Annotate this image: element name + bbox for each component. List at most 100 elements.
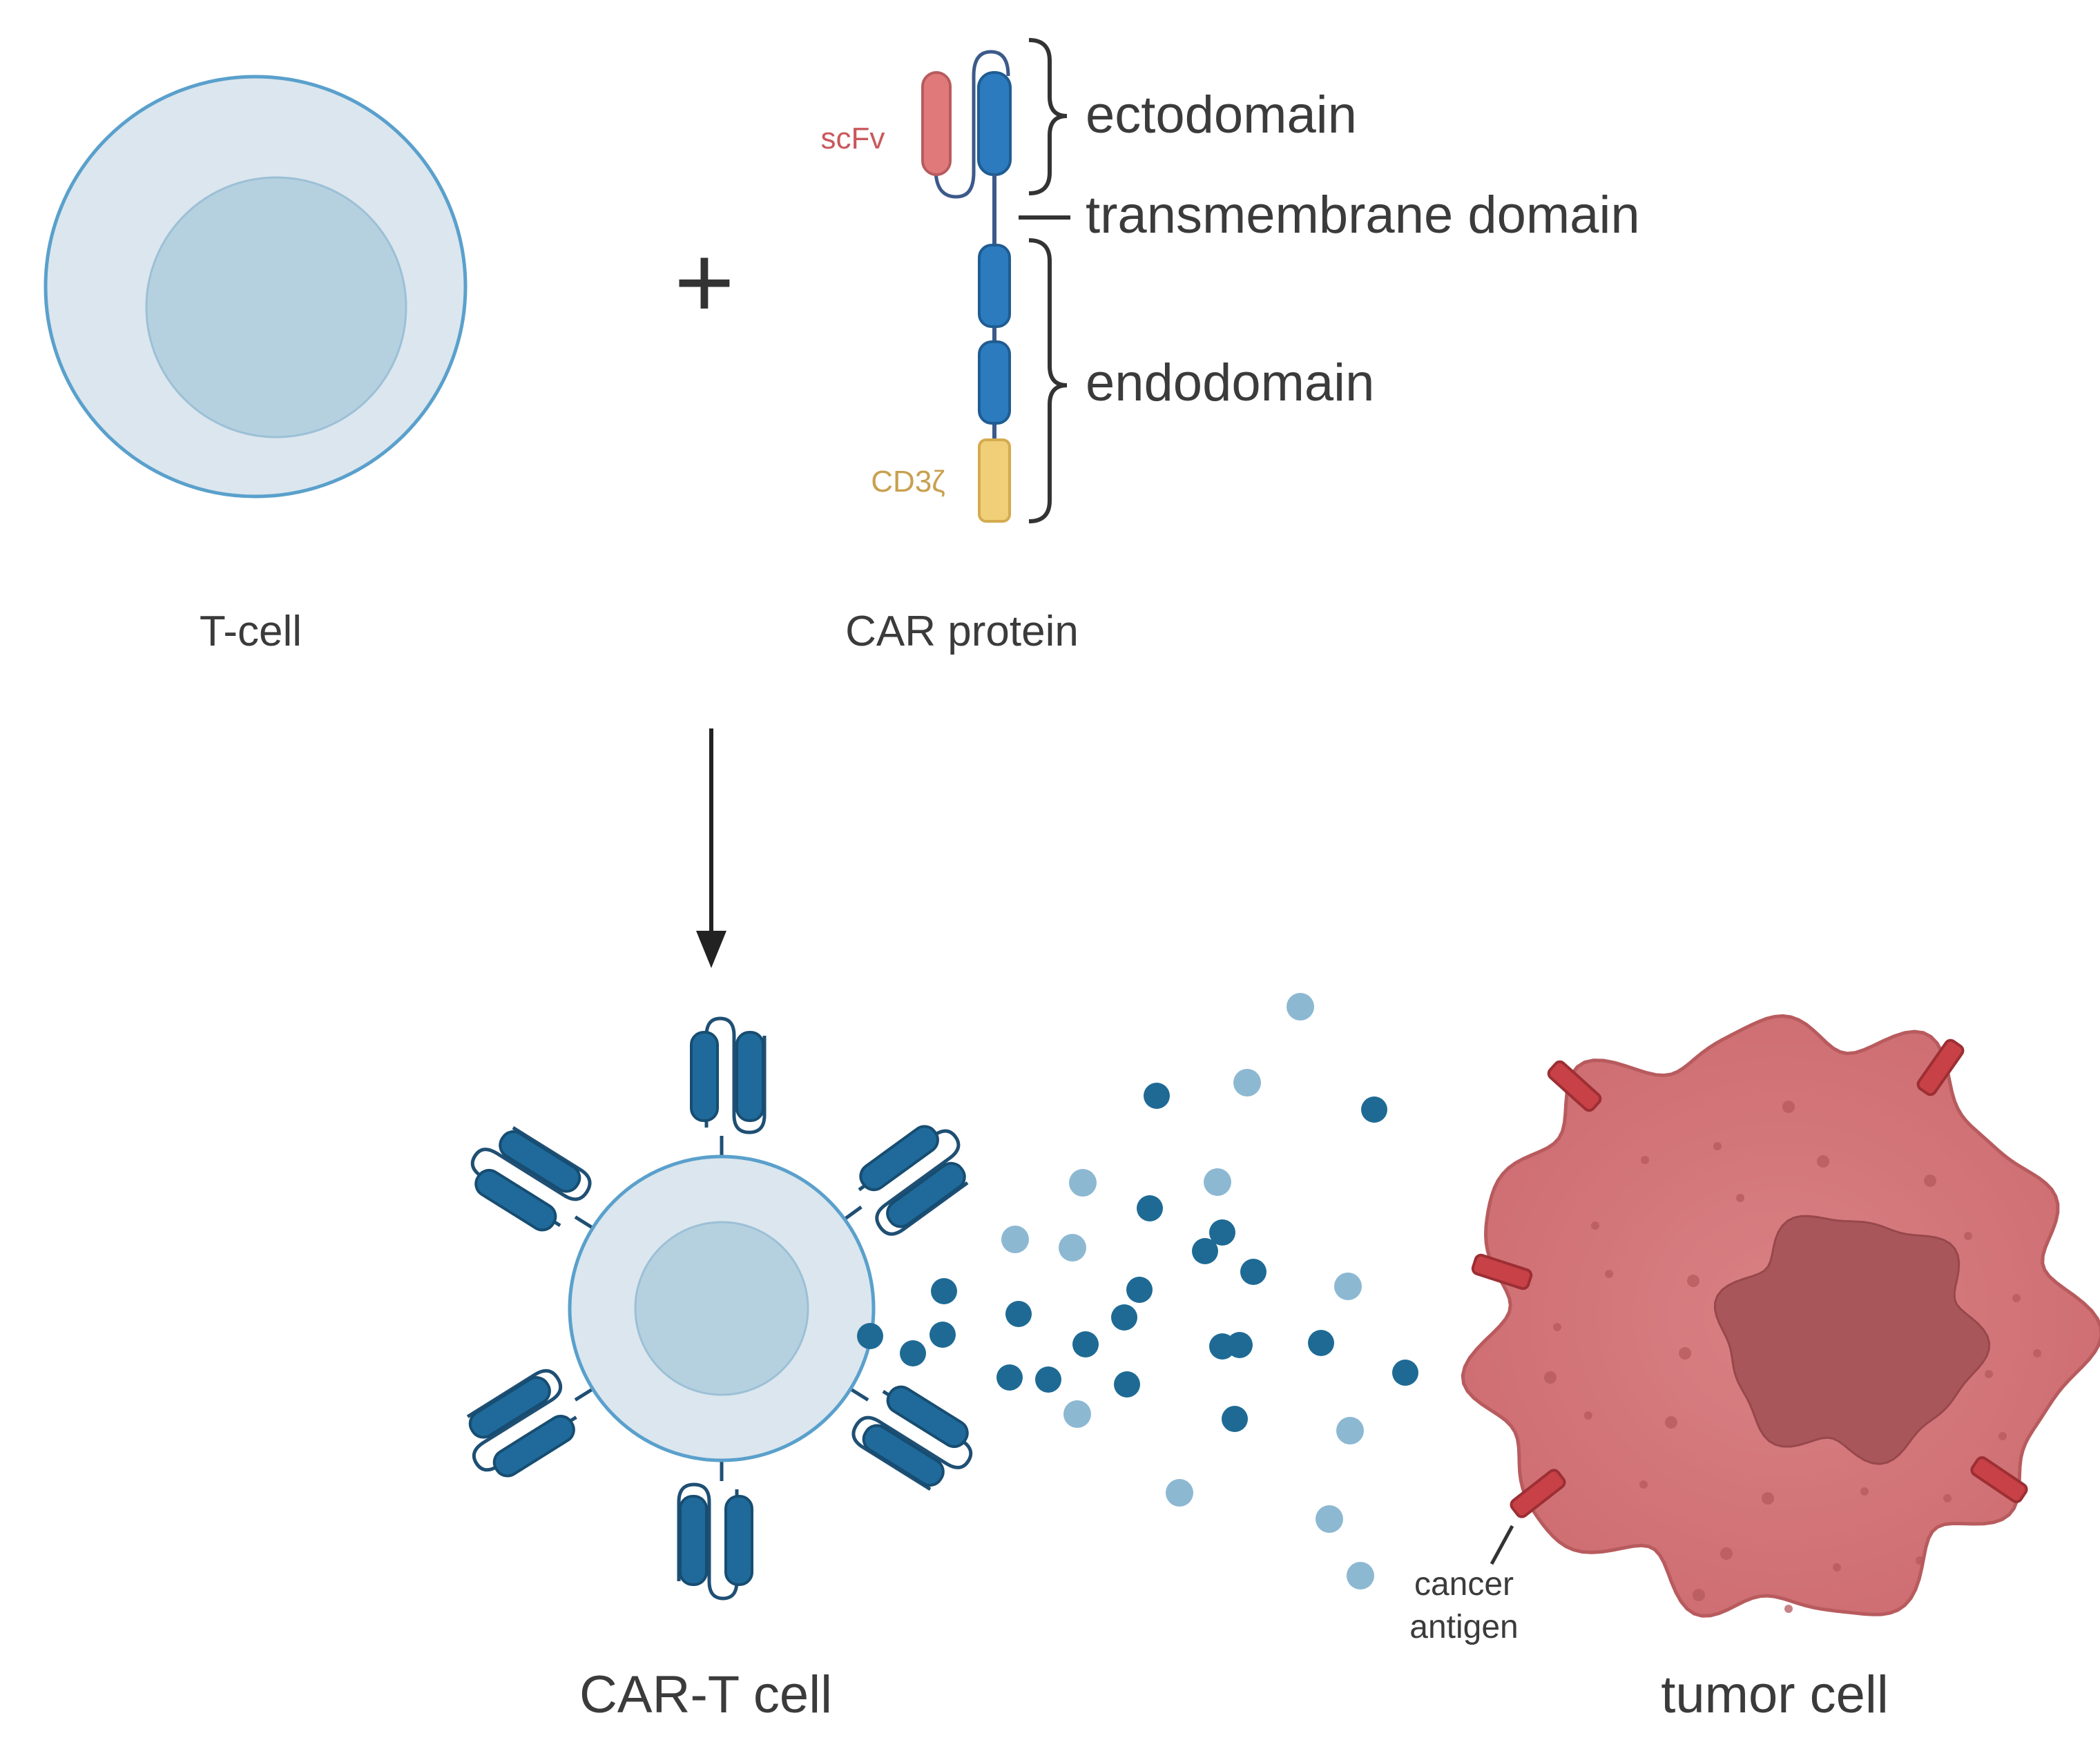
cancer-antigen [1547,1060,1602,1112]
car-receptor [677,1460,753,1601]
cytokine-dot [1001,1226,1029,1253]
antigen-pointer [1490,1525,1514,1565]
scfv-domain [921,71,952,176]
cytokine-dot [1166,1479,1193,1507]
cytokine-dot [1063,1400,1091,1428]
car-receptor [470,1125,594,1232]
tumor-dot [1964,1232,1972,1240]
cytokine-particles [857,993,1418,1589]
cd3z-domain [978,438,1011,523]
cytokine-dot [1192,1238,1218,1264]
car-receptor [690,1016,767,1157]
car-receptor [466,1369,594,1478]
tumor-dot [1713,1142,1722,1150]
car-receptor [843,1125,969,1236]
cytokine-dot [1209,1219,1235,1246]
tumor-dot [1833,1563,1841,1572]
cancer-antigen [1916,1038,1965,1096]
cytokine-dot [857,1323,883,1349]
tumor-dot [2012,1294,2021,1302]
tumor-dot [1591,1221,1599,1230]
cytokine-dot [1204,1168,1231,1196]
cytokine-dot [1287,993,1314,1021]
cytokine-dot [1336,1417,1364,1444]
ectodomain-brace [1028,38,1068,195]
tumor-dot [1693,1589,1705,1601]
tumor-dot [1916,1556,1924,1565]
cancer-antigen [1471,1253,1533,1290]
cancer-antigen [1970,1456,2028,1503]
cancer-antigen [1510,1469,1566,1518]
car-t-cell-nucleus [634,1221,809,1396]
cytokine-dot [1308,1330,1334,1356]
cytokine-dot [1240,1259,1266,1285]
cytokine-dot [931,1278,957,1304]
endodomain-label: endodomain [1086,354,1374,412]
tumor-dot [1639,1480,1648,1489]
tumor-dot [1782,1101,1795,1113]
tumor-dot [1985,1370,1993,1378]
cytokine-dot [900,1340,926,1366]
t-cell-label: T-cell [200,608,302,655]
cytokine-dot [1222,1406,1248,1432]
cytokine-dot [1334,1273,1362,1300]
cytokine-dot [1209,1333,1235,1360]
car-t-cell [568,1154,876,1462]
tumor-dot [1784,1605,1793,1613]
car-ecto-domain [977,71,1012,176]
cytokine-dot [1126,1277,1153,1303]
cytokine-dot [1347,1562,1374,1589]
tumor-cell-label: tumor cell [1661,1665,1888,1724]
tumor-cytoplasm-dots [1544,1101,2041,1613]
cytokine-dot [1059,1234,1086,1262]
tumor-dot [1762,1492,1774,1505]
tumor-dot [1679,1347,1691,1360]
car-protein [921,50,1012,523]
plus-sign: + [674,224,735,340]
tumor-dot [2033,1349,2041,1357]
tumor-dot [1924,1174,1936,1187]
cytokine-dot [1144,1083,1170,1109]
tumor-cell [1461,1014,2100,1618]
tumor-dot [1817,1155,1829,1168]
cytokine-dot [1392,1360,1418,1386]
endodomain-brace [1028,238,1068,523]
transformation-arrow [696,728,726,968]
antigen-label: antigen [1409,1609,1518,1645]
scfv-label: scFv [821,122,885,155]
t-cell [44,75,468,499]
tumor-dot [1553,1323,1561,1331]
cancer-label: cancer [1414,1566,1514,1603]
tumor-cell-nucleus [1713,1215,1991,1465]
transmembrane-label: transmembrane domain [1086,186,1640,244]
car-endo-domain-2 [978,340,1011,425]
cytokine-dot [1233,1069,1261,1096]
tumor-dot [1641,1156,1649,1164]
cytokine-dot [1111,1304,1137,1331]
car-endo-domain-1 [978,244,1011,328]
cytokine-dot [1069,1169,1097,1197]
cytokine-dot [1114,1371,1140,1398]
cytokine-dot [1316,1505,1343,1533]
cytokine-dot [1072,1331,1099,1357]
cancer-antigens [1471,1038,2028,1518]
tumor-dot [1998,1432,2007,1440]
tumor-dot [1720,1547,1733,1560]
cytokine-dot [1035,1366,1061,1393]
tumor-dot [1687,1275,1699,1287]
car-hinge-loop [934,50,1010,199]
car-t-cell-label: CAR-T cell [579,1665,832,1724]
cytokine-dot [1137,1195,1163,1221]
tumor-dot [1665,1416,1677,1429]
car-receptor [849,1385,973,1491]
car-protein-label: CAR protein [845,608,1079,655]
tumor-dot [1736,1194,1744,1202]
cytokine-dot [1005,1301,1032,1327]
tumor-dot [1544,1371,1557,1384]
tumor-dot [1943,1494,1952,1502]
tumor-dot [1584,1411,1592,1420]
cd3z-label: CD3ζ [871,465,945,499]
cytokine-dot [929,1322,956,1348]
